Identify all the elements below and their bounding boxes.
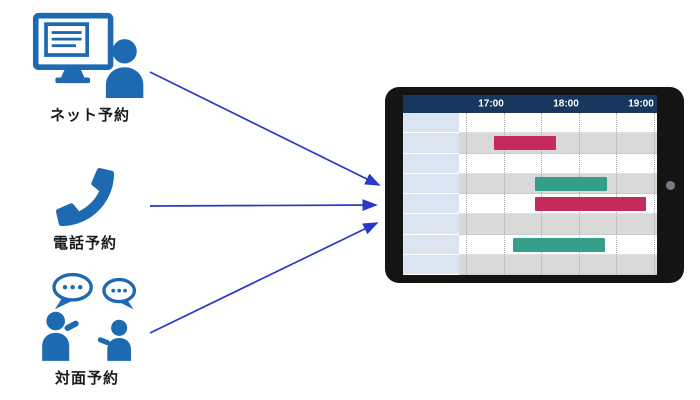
person-right-body <box>107 337 131 361</box>
source-phone-label: 電話予約 <box>52 235 117 252</box>
monitor-frame <box>32 12 114 70</box>
speech-bubble-left-icon <box>52 272 93 302</box>
monitor-user-icon <box>32 12 144 99</box>
schedule-row <box>459 133 657 154</box>
source-net-label: ネット予約 <box>49 107 130 125</box>
schedule-row <box>459 214 657 235</box>
resource-cell <box>403 153 459 174</box>
gridline <box>579 113 580 275</box>
speech-bubble-right-icon <box>102 277 137 304</box>
resource-cell <box>403 214 459 235</box>
person-left-body <box>42 332 70 361</box>
camera-dot <box>666 180 675 190</box>
time-label: 18:00 <box>553 98 579 110</box>
person-right-head <box>111 319 128 336</box>
schedule-row <box>459 113 657 134</box>
time-label: 17:00 <box>478 98 504 110</box>
person-right-arm <box>97 337 110 346</box>
resource-cell <box>403 173 459 194</box>
source-phone-reservation: 電話予約 <box>28 168 142 253</box>
gridline <box>616 113 617 275</box>
source-net-reservation: ネット予約 <box>28 12 152 125</box>
gridline <box>541 113 542 275</box>
person-left-arm <box>64 320 79 331</box>
schedule-header: 17:00 18:00 19:00 <box>403 95 657 113</box>
user-head <box>112 39 137 64</box>
gridline <box>654 113 655 275</box>
booking-bar-teal <box>535 176 607 191</box>
monitor-base <box>55 77 90 84</box>
resource-column <box>403 113 459 275</box>
phone-handset-icon <box>56 168 114 226</box>
person-left-head <box>46 311 66 331</box>
schedule-screen: 17:00 18:00 19:00 <box>403 95 657 275</box>
booking-bar-teal <box>513 237 605 252</box>
tablet: 17:00 18:00 19:00 <box>385 87 684 283</box>
source-inperson-reservation: 対面予約 <box>20 272 154 388</box>
document-on-screen <box>44 22 90 57</box>
resource-cell <box>403 254 459 275</box>
arrow-net-to-tablet <box>149 71 381 186</box>
monitor-stand <box>61 67 85 78</box>
schedule-grid <box>459 113 657 275</box>
resource-cell <box>403 113 459 134</box>
resource-cell <box>403 133 459 154</box>
booking-bar-crimson <box>494 136 556 151</box>
arrow-phone-to-tablet <box>149 199 378 212</box>
user-body <box>105 67 144 99</box>
resource-cell <box>403 194 459 215</box>
source-inperson-label: 対面予約 <box>54 369 119 387</box>
gridline <box>466 113 467 275</box>
time-label: 19:00 <box>628 98 654 110</box>
arrow-inperson-to-tablet <box>149 222 379 334</box>
booking-bar-crimson <box>535 197 646 211</box>
gridline <box>504 113 505 275</box>
schedule-rows <box>459 113 657 275</box>
schedule-row <box>459 153 657 174</box>
resource-cell <box>403 234 459 255</box>
people-conversation-icon <box>42 272 137 361</box>
schedule-row <box>459 254 657 275</box>
